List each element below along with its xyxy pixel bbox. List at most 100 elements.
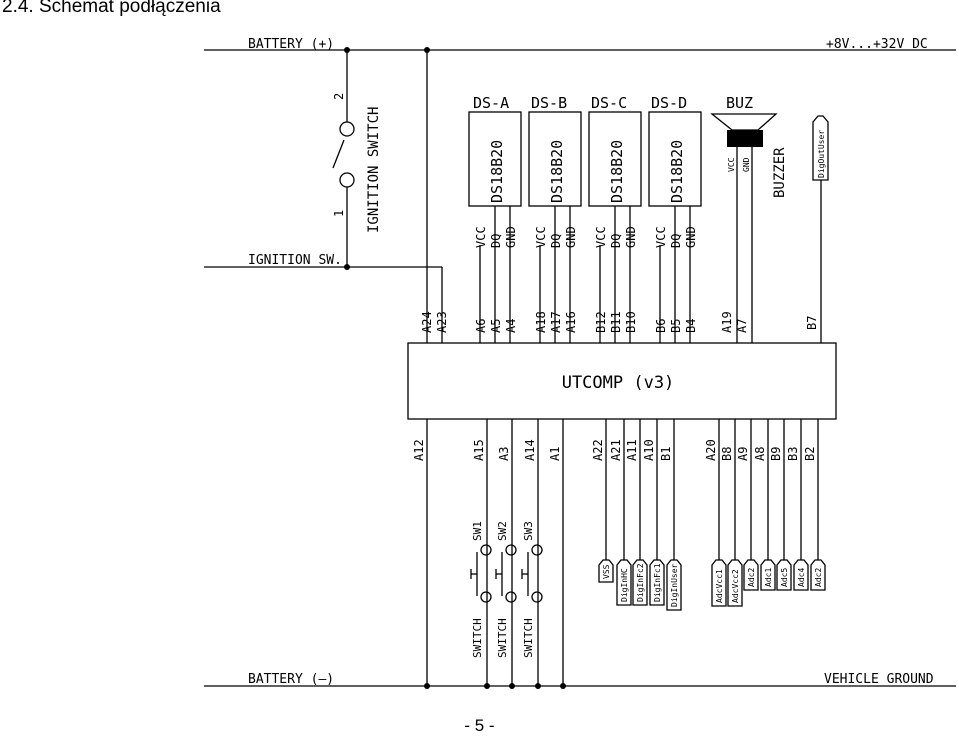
sensor-pin-label: DQ xyxy=(549,234,563,248)
junction-dot xyxy=(535,683,541,689)
top-connector-labels: A24 A23 xyxy=(420,311,449,333)
conn-label: A7 xyxy=(735,319,749,333)
signal-tag xyxy=(616,559,632,606)
sensor-box xyxy=(588,111,642,207)
junction-dot xyxy=(424,47,430,53)
signal-tag-label: Adc4 xyxy=(797,568,806,587)
sensor-box xyxy=(528,111,582,207)
sensor-box xyxy=(648,111,702,207)
conn-label: A18 xyxy=(534,311,548,333)
switch-label: SWITCH xyxy=(522,618,535,658)
conn-label: A19 xyxy=(720,311,734,333)
page-heading: 2.4. Schemat podłączenia xyxy=(2,0,221,17)
signal-tag-label: DigInHC xyxy=(620,568,629,602)
conn-label: B9 xyxy=(769,447,783,461)
signal-tag-label: DigInFc1 xyxy=(653,563,662,602)
signal-tag-label: Adc1 xyxy=(764,568,773,587)
junction-dot xyxy=(509,683,515,689)
page-number: - 5 - xyxy=(464,716,495,735)
conn-label: A15 xyxy=(472,439,486,461)
sensor-pin-label: VCC xyxy=(474,226,488,248)
signal-tag-label: Adc2 xyxy=(747,568,756,587)
signal-tag xyxy=(666,559,682,611)
signal-tag xyxy=(711,559,727,607)
signal-tag-label: Adc2 xyxy=(814,568,823,587)
signal-tag-label: AdcVcc1 xyxy=(715,569,724,603)
ignition-switch-label: IGNITION SWITCH xyxy=(366,107,382,233)
sensor-pin-label: DQ xyxy=(669,234,683,248)
conn-label: A9 xyxy=(736,447,750,461)
sensor-pin-label: GND xyxy=(504,226,518,248)
conn-label: A4 xyxy=(504,319,518,333)
conn-label: A10 xyxy=(642,439,656,461)
ignition-switch: 2 1 IGNITION SWITCH xyxy=(332,50,382,267)
signal-tag xyxy=(632,559,648,606)
buzzer-pin-gnd: GND xyxy=(742,157,751,172)
signal-tag xyxy=(727,559,743,607)
signal-tag-label: DigInFc2 xyxy=(636,563,645,602)
sensor-pin-label: GND xyxy=(684,226,698,248)
conn-label: A14 xyxy=(523,439,537,461)
switch-label: SWITCH xyxy=(496,618,509,658)
ignition-pin2: 2 xyxy=(332,93,346,100)
buzzer-pin-vcc: VCC xyxy=(727,157,736,172)
junction-dot xyxy=(424,683,430,689)
sensor-pin-label: GND xyxy=(564,226,578,248)
sensor-part-label: DS18B20 xyxy=(488,140,506,203)
ignition-sw-label: IGNITION SW. xyxy=(248,253,342,268)
conn-label: A1 xyxy=(548,447,562,461)
sensor-header: DS-A xyxy=(473,94,509,112)
sensor-pin-label: GND xyxy=(624,226,638,248)
conn-label-a24: A24 xyxy=(420,311,434,333)
buzzer-horn xyxy=(710,113,778,131)
conn-label: A6 xyxy=(474,319,488,333)
conn-label: B6 xyxy=(654,319,668,333)
top-wires xyxy=(479,147,822,343)
ignition-pin1: 1 xyxy=(332,210,346,217)
conn-label: A16 xyxy=(564,311,578,333)
conn-label: A8 xyxy=(753,447,767,461)
conn-label-a23: A23 xyxy=(435,311,449,333)
signal-tag-label: Adc5 xyxy=(780,568,789,587)
conn-label: B3 xyxy=(786,447,800,461)
conn-label: A21 xyxy=(609,439,623,461)
sensor-pin-label: DQ xyxy=(489,234,503,248)
signal-tag-label: DigInUser xyxy=(670,563,679,607)
conn-label: B2 xyxy=(803,447,817,461)
sensor-part-label: DS18B20 xyxy=(668,140,686,203)
conn-label: A20 xyxy=(704,439,718,461)
module-label: UTCOMP (v3) xyxy=(562,373,675,393)
buzzer-label: BUZZER xyxy=(772,147,788,198)
junction-dot xyxy=(484,683,490,689)
sensor-pin-label: DQ xyxy=(609,234,623,248)
switch-name: SW2 xyxy=(496,521,509,541)
dig-out-tag-label: DigOutUser xyxy=(817,130,826,178)
sensor-part-label: DS18B20 xyxy=(608,140,626,203)
switch-label: SWITCH xyxy=(471,618,484,658)
conn-label: B7 xyxy=(805,316,819,330)
switch-name: SW3 xyxy=(522,521,535,541)
conn-label: A3 xyxy=(497,447,511,461)
conn-label: B8 xyxy=(720,447,734,461)
signal-tag xyxy=(743,559,759,591)
signal-tag xyxy=(776,559,792,591)
switch-name: SW1 xyxy=(471,521,484,541)
conn-label: A5 xyxy=(489,319,503,333)
conn-label: A22 xyxy=(591,439,605,461)
sensor-box xyxy=(468,111,522,207)
sensor-header: DS-B xyxy=(531,94,567,112)
